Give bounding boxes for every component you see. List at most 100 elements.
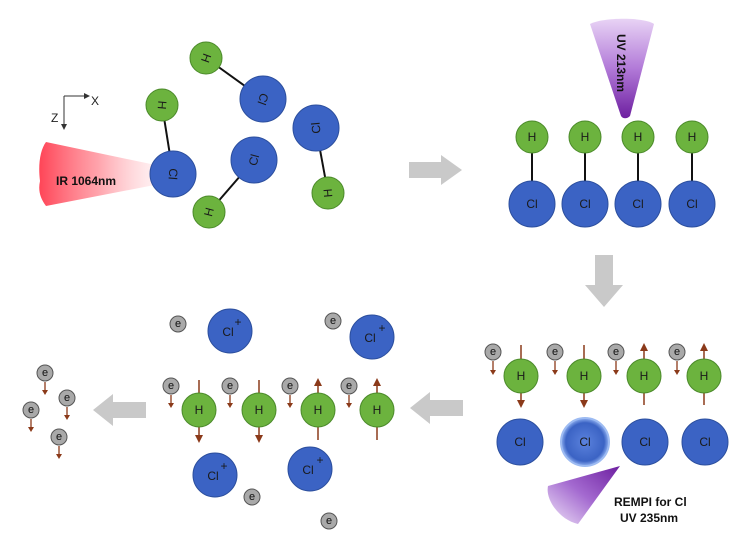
svg-text:Cl: Cl <box>632 197 643 211</box>
svg-text:Cl: Cl <box>639 435 650 449</box>
electron: e <box>36 364 54 395</box>
svg-text:H: H <box>255 403 264 417</box>
svg-text:Cl: Cl <box>579 197 590 211</box>
svg-text:H: H <box>700 369 709 383</box>
aligned-hcl-row: H Cl H Cl H Cl H Cl <box>508 120 716 228</box>
svg-text:H: H <box>581 130 590 144</box>
svg-text:e: e <box>168 380 174 392</box>
svg-text:e: e <box>227 380 233 392</box>
h-atom <box>189 41 223 75</box>
svg-text:H: H <box>201 206 217 218</box>
cl-ion: Cl + <box>207 308 253 354</box>
coordinate-axes: X Z <box>51 93 99 130</box>
electron: e <box>169 315 187 333</box>
process-arrow-left <box>410 392 463 424</box>
h-atom-spin-down: H <box>566 345 602 408</box>
h-atom-spin-down: H <box>181 380 217 443</box>
svg-text:e: e <box>490 346 496 358</box>
electron: e <box>281 377 299 408</box>
electron: e <box>484 343 502 375</box>
cl-atom <box>230 136 278 184</box>
svg-text:Cl: Cl <box>364 331 375 345</box>
svg-text:e: e <box>613 346 619 358</box>
x-axis-label: X <box>91 94 99 108</box>
svg-text:e: e <box>28 404 34 416</box>
electron: e <box>22 401 40 432</box>
svg-text:H: H <box>155 100 170 110</box>
svg-text:H: H <box>640 369 649 383</box>
z-axis-label: Z <box>51 111 58 125</box>
svg-text:Cl: Cl <box>579 435 590 449</box>
svg-text:Cl: Cl <box>699 435 710 449</box>
cl-ion: Cl + <box>349 314 395 360</box>
svg-text:e: e <box>175 318 181 330</box>
svg-text:+: + <box>234 315 241 329</box>
svg-text:H: H <box>528 130 537 144</box>
aligned-hcl-molecule: H Cl <box>668 120 716 228</box>
ir-laser-label: IR 1064nm <box>56 174 116 188</box>
process-arrow-down <box>585 255 623 307</box>
electron: e <box>162 377 180 408</box>
cl-atom <box>292 104 340 152</box>
svg-text:e: e <box>64 392 70 404</box>
svg-text:+: + <box>220 459 227 473</box>
dissociated-atoms-panel: e e e e H <box>484 343 729 525</box>
aligned-hcl-molecule: H Cl <box>508 120 556 228</box>
electron: e <box>607 343 625 375</box>
svg-text:H: H <box>634 130 643 144</box>
cl-atom-excited <box>560 417 610 467</box>
h-atom-spin-down: H <box>241 380 277 443</box>
svg-text:H: H <box>321 188 336 198</box>
electron: e <box>221 377 239 408</box>
cl-atom <box>496 418 544 466</box>
h-atom <box>311 176 345 210</box>
rempi-label-line1: REMPI for Cl <box>614 495 687 509</box>
svg-text:H: H <box>688 130 697 144</box>
svg-text:e: e <box>346 380 352 392</box>
svg-text:e: e <box>42 367 48 379</box>
svg-text:Cl: Cl <box>309 122 324 135</box>
aligned-hcl-molecule: H Cl <box>614 120 662 228</box>
h-atom-spin-down: H <box>503 345 539 408</box>
svg-text:Cl: Cl <box>254 91 271 106</box>
rempi-uv-235-laser-beam <box>547 466 620 524</box>
svg-text:Cl: Cl <box>514 435 525 449</box>
electron: e <box>668 343 686 375</box>
rempi-label-line2: UV 235nm <box>620 511 678 525</box>
ir-laser-beam: IR 1064nm <box>39 142 170 206</box>
svg-text:H: H <box>517 369 526 383</box>
electron: e <box>243 488 261 506</box>
svg-text:Cl: Cl <box>302 463 313 477</box>
svg-text:Cl: Cl <box>246 153 262 168</box>
h-atom-spin-up: H <box>300 378 336 440</box>
h-atom <box>145 88 179 122</box>
random-hcl-cluster: H Cl H Cl Cl H Cl H <box>145 41 345 229</box>
svg-text:Cl: Cl <box>222 325 233 339</box>
svg-text:Cl: Cl <box>686 197 697 211</box>
cl-atom <box>239 75 287 123</box>
svg-text:e: e <box>552 346 558 358</box>
h-atom-spin-up: H <box>626 343 662 405</box>
electron: e <box>58 389 76 420</box>
svg-text:e: e <box>326 515 332 527</box>
cl-ion: Cl + <box>287 446 333 492</box>
svg-text:e: e <box>674 346 680 358</box>
aligned-hcl-molecule: H Cl <box>561 120 609 228</box>
collected-electrons: e e e e <box>22 364 76 459</box>
electron: e <box>320 512 338 530</box>
svg-text:H: H <box>373 403 382 417</box>
svg-text:H: H <box>580 369 589 383</box>
electron: e <box>546 343 564 375</box>
cl-atom <box>621 418 669 466</box>
svg-text:H: H <box>195 403 204 417</box>
ionized-products-panel: e e e e Cl + Cl + Cl + <box>162 308 395 530</box>
h-atom-spin-up: H <box>359 378 395 440</box>
svg-text:Cl: Cl <box>166 168 181 181</box>
svg-text:e: e <box>56 431 62 443</box>
electron: e <box>50 428 68 459</box>
svg-text:e: e <box>287 380 293 392</box>
h-atom <box>192 195 226 229</box>
svg-text:Cl: Cl <box>526 197 537 211</box>
svg-text:+: + <box>316 453 323 467</box>
